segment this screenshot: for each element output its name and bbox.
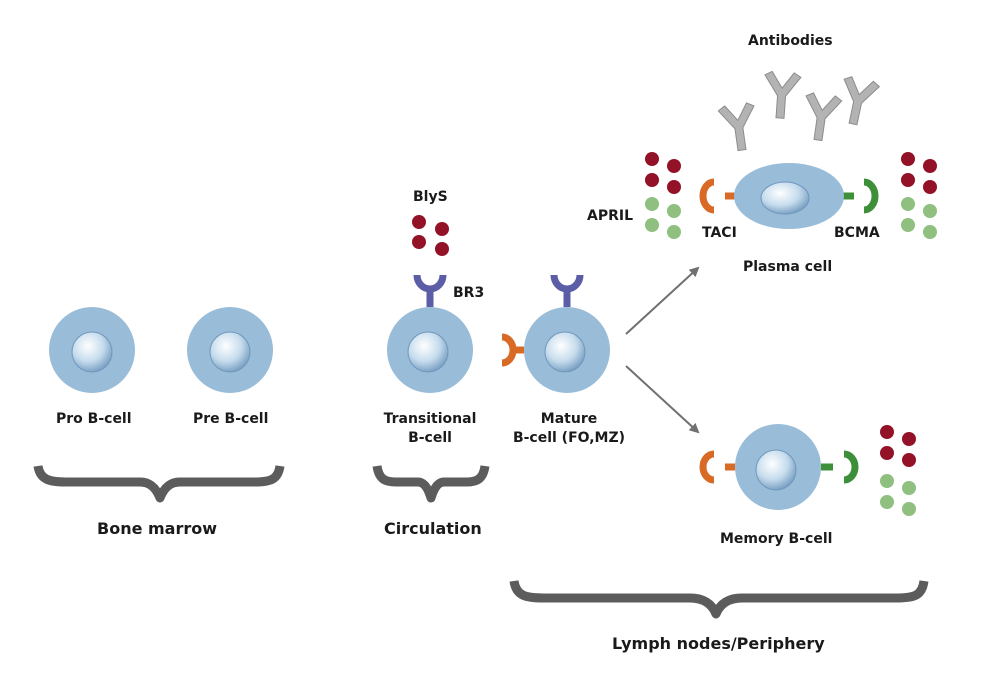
transitional-label-line1: Transitional (383, 411, 477, 427)
mature-label-line1: Mature (540, 411, 598, 427)
circulation-label: Circulation (384, 519, 482, 538)
pro-b-cell (49, 307, 135, 393)
memory-molecules (880, 425, 916, 516)
memory-b-cell (699, 424, 859, 510)
antibodies (717, 70, 881, 154)
april-label: APRIL (587, 208, 634, 224)
plasma-right-molecules (901, 152, 937, 239)
memory-bcma-receptor (821, 450, 859, 484)
br3-receptor (413, 274, 447, 307)
bcma-receptor (842, 178, 879, 214)
pre-b-cell-nucleus (209, 331, 251, 373)
mature-taci-receptor (501, 333, 524, 367)
pro-b-cell-nucleus (71, 331, 113, 373)
transitional-b-cell (387, 274, 473, 393)
mature-br3-receptor (550, 274, 584, 307)
transitional-b-cell-nucleus (407, 331, 449, 373)
bone-marrow-brace (33, 464, 285, 503)
pre-b-cell (187, 307, 273, 393)
transitional-b-cell-label: Transitional B-cell (380, 410, 480, 448)
plasma-cell (699, 163, 879, 229)
bone-marrow-label: Bone marrow (97, 519, 218, 538)
arrow-to-memory-cell (625, 365, 700, 434)
antibodies-label: Antibodies (748, 33, 833, 49)
lymph-nodes-brace (509, 580, 929, 619)
pre-b-cell-label: Pre B-cell (193, 411, 269, 427)
lymph-nodes-label: Lymph nodes/Periphery (612, 634, 825, 653)
memory-b-cell-label: Memory B-cell (720, 531, 833, 547)
plasma-left-molecules (645, 152, 681, 239)
mature-b-cell (501, 274, 610, 393)
br3-label: BR3 (453, 285, 485, 301)
blys-label: BlyS (413, 189, 448, 205)
memory-b-cell-nucleus (755, 449, 797, 491)
plasma-cell-nucleus (760, 181, 810, 215)
arrow-to-plasma-cell (625, 266, 700, 335)
taci-label: TACI (702, 225, 737, 241)
memory-taci-receptor (699, 450, 735, 484)
mature-label-line2: B-cell (FO,MZ) (512, 430, 626, 446)
blys-molecules (412, 215, 449, 256)
circulation-brace (372, 465, 490, 503)
pro-b-cell-label: Pro B-cell (56, 411, 132, 427)
taci-receptor (699, 178, 737, 214)
bcma-label: BCMA (834, 225, 880, 241)
transitional-label-line2: B-cell (408, 430, 452, 446)
mature-b-cell-label: Mature B-cell (FO,MZ) (510, 410, 628, 448)
plasma-cell-label: Plasma cell (743, 259, 833, 275)
mature-b-cell-nucleus (544, 331, 586, 373)
